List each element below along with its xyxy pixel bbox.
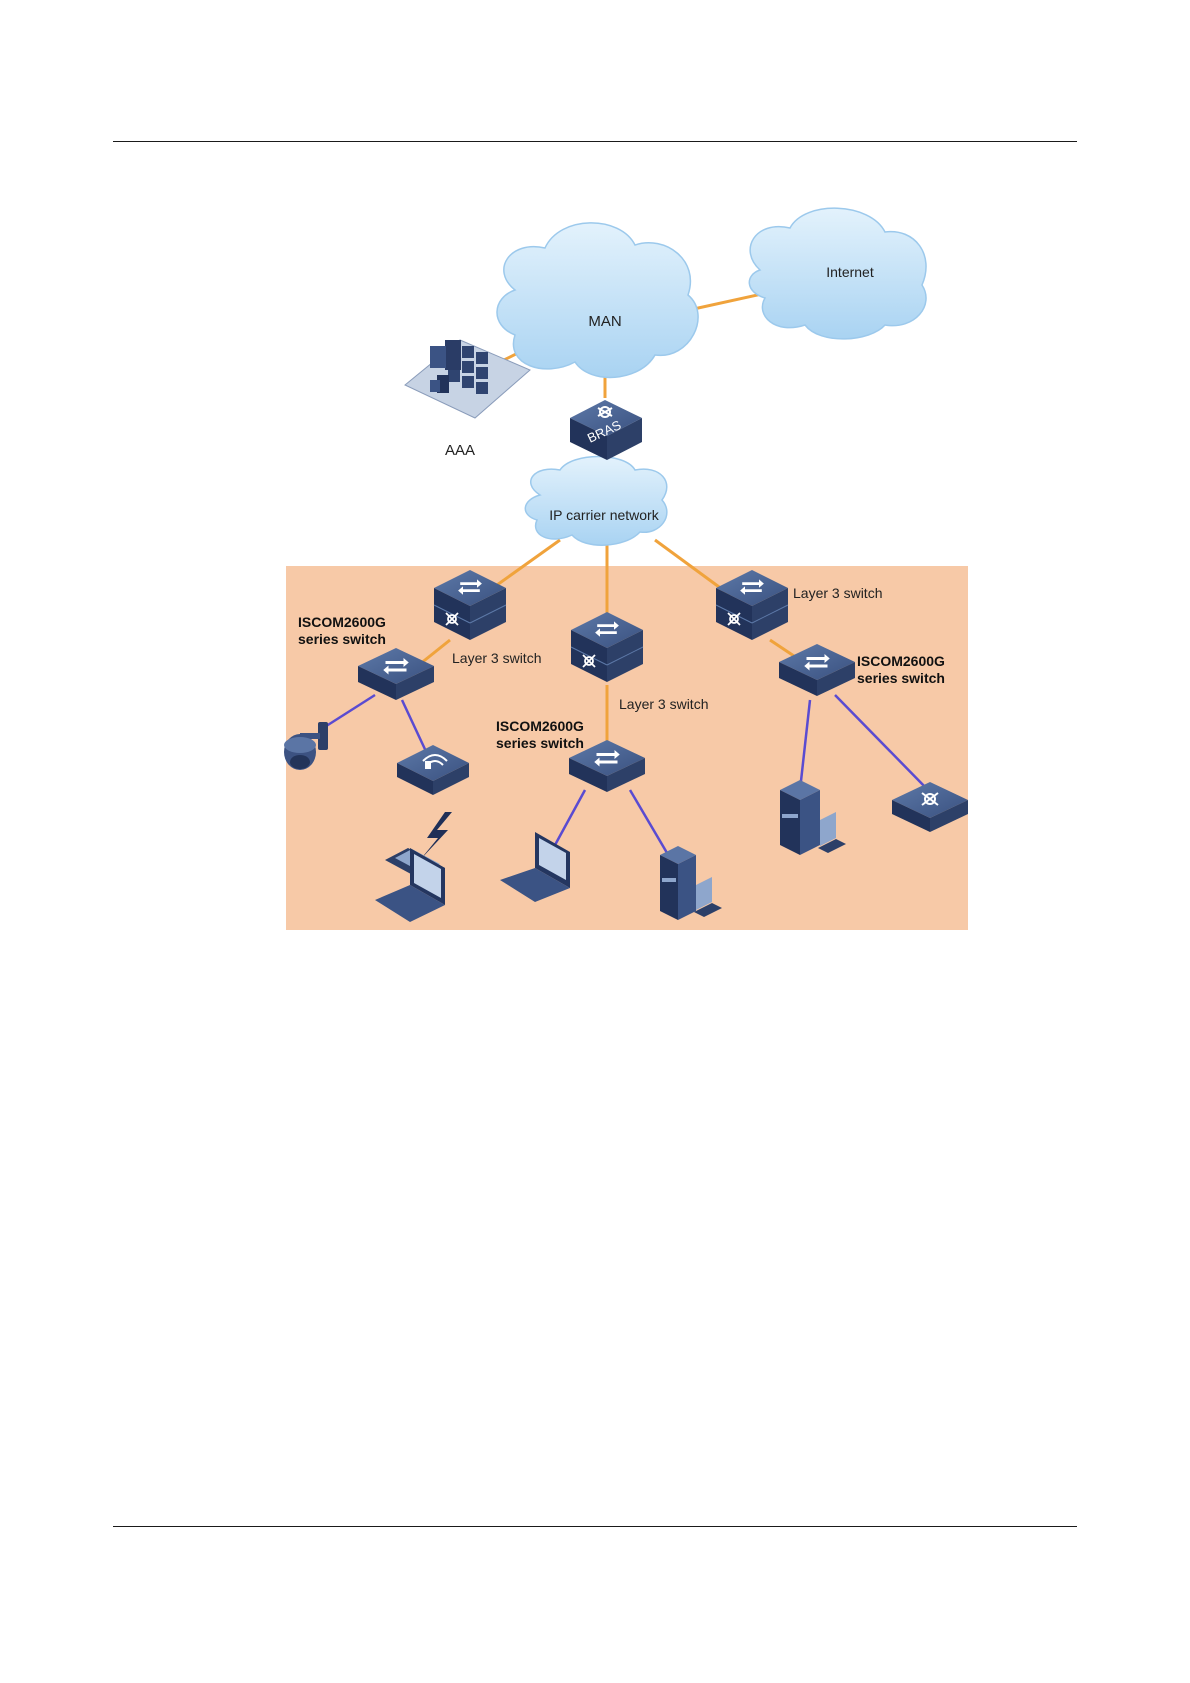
man-cloud: MAN xyxy=(497,223,698,378)
layer3-right-label: Layer 3 switch xyxy=(793,585,882,601)
aaa-label: AAA xyxy=(445,442,475,459)
bras-icon: BRAS xyxy=(570,400,642,460)
internet-label: Internet xyxy=(826,264,874,280)
access-switch-center-label-line1: ISCOM2600G xyxy=(496,718,584,734)
access-switch-right-label-line2: series switch xyxy=(857,670,945,686)
access-switch-left-label-line1: ISCOM2600G xyxy=(298,614,386,630)
ip-carrier-label: IP carrier network xyxy=(549,507,659,523)
access-switch-right-label-line1: ISCOM2600G xyxy=(857,653,945,669)
layer3-left-label: Layer 3 switch xyxy=(452,650,541,666)
man-label: MAN xyxy=(588,313,621,330)
access-switch-center-label-line2: series switch xyxy=(496,735,584,751)
access-area-background xyxy=(286,566,968,930)
access-switch-left-label-line2: series switch xyxy=(298,631,386,647)
internet-cloud: Internet xyxy=(749,208,926,339)
aaa-server-icon xyxy=(405,340,530,418)
ip-carrier-cloud: IP carrier network xyxy=(525,457,667,546)
layer3-center-label: Layer 3 switch xyxy=(619,696,708,712)
